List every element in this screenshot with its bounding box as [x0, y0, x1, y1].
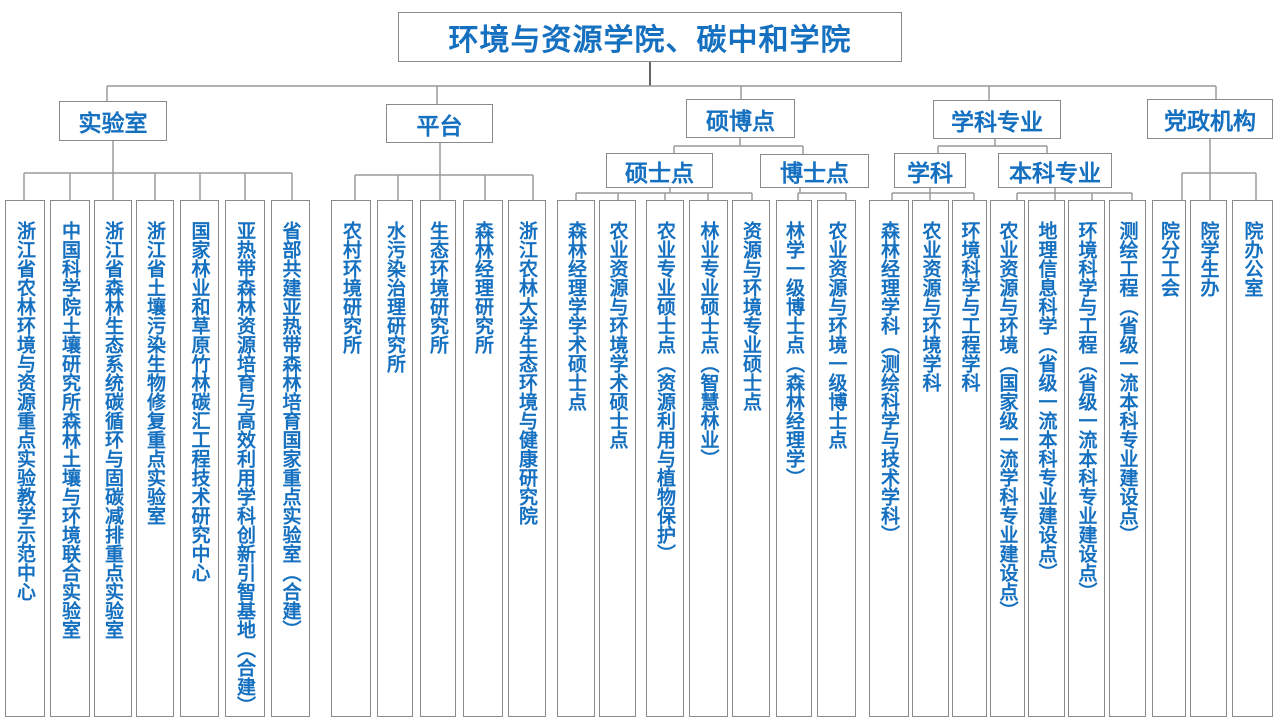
leaf-label: 浙江省森林生态系统碳循环与固碳减排重点实验室 — [102, 221, 124, 639]
root-title: 环境与资源学院、碳中和学院 — [448, 23, 852, 58]
leaf-node: 浙江农林大学生态环境与健康研究院 — [508, 200, 546, 717]
leaf-node: 农村环境研究所 — [331, 200, 371, 717]
node-label: 学科专业 — [951, 109, 1043, 136]
node-label: 博士点 — [780, 161, 849, 187]
leaf-label: 环境科学与工程（省级一流本科专业建设点） — [1075, 221, 1098, 601]
leaf-label: 浙江农林大学生态环境与健康研究院 — [516, 221, 538, 525]
node-party-admin: 党政机构 — [1147, 99, 1273, 139]
leaf-node: 林学一级博士点（森林经理学） — [776, 200, 812, 717]
leaf-label: 水污染治理研究所 — [384, 221, 406, 373]
leaf-node: 浙江省土壤污染生物修复重点实验室 — [136, 200, 174, 717]
leaf-label: 国家林业和草原竹林碳汇工程技术研究中心 — [188, 221, 211, 582]
leaf-label: 资源与环境专业硕士点 — [740, 221, 762, 411]
node-label: 硕士点 — [625, 160, 694, 187]
leaf-node: 亚热带森林资源培育与高效利用学科创新引智基地（合建） — [225, 200, 265, 717]
leaf-node: 资源与环境专业硕士点 — [732, 200, 770, 717]
leaf-node: 浙江省森林生态系统碳循环与固碳减排重点实验室 — [94, 200, 132, 717]
leaf-label: 农业资源与环境学科 — [919, 221, 942, 392]
node-label: 硕博点 — [706, 108, 775, 135]
node-label: 党政机构 — [1164, 109, 1256, 135]
leaf-label: 农业资源与环境一级博士点 — [825, 221, 848, 449]
leaf-node: 生态环境研究所 — [420, 200, 456, 717]
leaf-node: 省部共建亚热带森林培育国家重点实验室（合建） — [271, 200, 310, 717]
leaf-node: 农业资源与环境学科 — [912, 200, 949, 717]
leaf-label: 森林经理学科（测绘科学与技术学科） — [878, 221, 900, 544]
leaf-label: 林业专业硕士点（智慧林业） — [697, 221, 720, 468]
leaf-node: 农业资源与环境（国家级一流学科专业建设点） — [990, 200, 1025, 717]
leaf-node: 地理信息科学（省级一流本科专业建设点） — [1028, 200, 1065, 717]
node-master: 硕士点 — [606, 153, 713, 188]
leaf-node: 森林经理学科（测绘科学与技术学科） — [869, 200, 909, 717]
leaf-node: 森林经理研究所 — [463, 200, 503, 717]
node-disciplines-majors: 学科专业 — [933, 100, 1061, 139]
node-disciplines: 学科 — [894, 153, 966, 188]
leaf-label: 中国科学院土壤研究所森林土壤与环境联合实验室 — [59, 221, 81, 639]
leaf-label: 林学一级博士点（森林经理学） — [783, 221, 805, 487]
leaf-node: 国家林业和草原竹林碳汇工程技术研究中心 — [180, 200, 219, 717]
leaf-label: 农业资源与环境（国家级一流学科专业建设点） — [996, 221, 1019, 620]
leaf-label: 环境科学与工程学科 — [958, 221, 981, 392]
leaf-node: 测绘工程（省级一流本科专业建设点） — [1109, 200, 1146, 717]
node-labs: 实验室 — [59, 101, 167, 141]
leaf-node: 农业资源与环境一级博士点 — [817, 200, 856, 717]
node-doctor: 博士点 — [760, 154, 869, 188]
leaf-node: 水污染治理研究所 — [377, 200, 413, 717]
leaf-label: 测绘工程（省级一流本科专业建设点） — [1116, 221, 1139, 544]
leaf-label: 浙江省农林环境与资源重点实验教学示范中心 — [14, 221, 36, 601]
leaf-label: 森林经理学学术硕士点 — [565, 221, 587, 411]
leaf-label: 浙江省土壤污染生物修复重点实验室 — [144, 221, 166, 525]
leaf-label: 森林经理研究所 — [472, 221, 494, 354]
root-node: 环境与资源学院、碳中和学院 — [398, 12, 902, 62]
node-label: 本科专业 — [1009, 160, 1101, 187]
leaf-node: 院办公室 — [1232, 200, 1273, 717]
leaf-label: 生态环境研究所 — [427, 221, 449, 354]
leaf-node: 森林经理学学术硕士点 — [557, 200, 595, 717]
leaf-node: 院分工会 — [1152, 200, 1186, 717]
node-label: 实验室 — [78, 111, 148, 137]
leaf-node: 环境科学与工程学科 — [952, 200, 987, 717]
node-majors: 本科专业 — [998, 153, 1112, 188]
leaf-label: 农业专业硕士点（资源利用与植物保护） — [654, 221, 676, 563]
node-degree-points: 硕博点 — [686, 99, 795, 138]
leaf-node: 中国科学院土壤研究所森林土壤与环境联合实验室 — [50, 200, 90, 717]
leaf-label: 省部共建亚热带森林培育国家重点实验室（合建） — [279, 221, 302, 639]
node-label: 平台 — [416, 113, 463, 140]
leaf-label: 院办公室 — [1241, 221, 1264, 297]
leaf-node: 环境科学与工程（省级一流本科专业建设点） — [1068, 200, 1105, 717]
leaf-node: 林业专业硕士点（智慧林业） — [689, 200, 728, 717]
leaf-node: 浙江省农林环境与资源重点实验教学示范中心 — [5, 200, 45, 717]
leaf-label: 院学生办 — [1197, 221, 1220, 297]
leaf-label: 农业资源与环境学术硕士点 — [606, 221, 629, 449]
node-label: 学科 — [907, 160, 953, 187]
leaf-node: 农业专业硕士点（资源利用与植物保护） — [646, 200, 684, 717]
leaf-node: 院学生办 — [1190, 200, 1227, 717]
node-platforms: 平台 — [386, 104, 493, 143]
leaf-label: 院分工会 — [1158, 221, 1180, 297]
leaf-node: 农业资源与环境学术硕士点 — [599, 200, 636, 717]
leaf-label: 农村环境研究所 — [340, 221, 362, 354]
leaf-label: 地理信息科学（省级一流本科专业建设点） — [1035, 221, 1058, 582]
leaf-label: 亚热带森林资源培育与高效利用学科创新引智基地（合建） — [234, 221, 256, 715]
